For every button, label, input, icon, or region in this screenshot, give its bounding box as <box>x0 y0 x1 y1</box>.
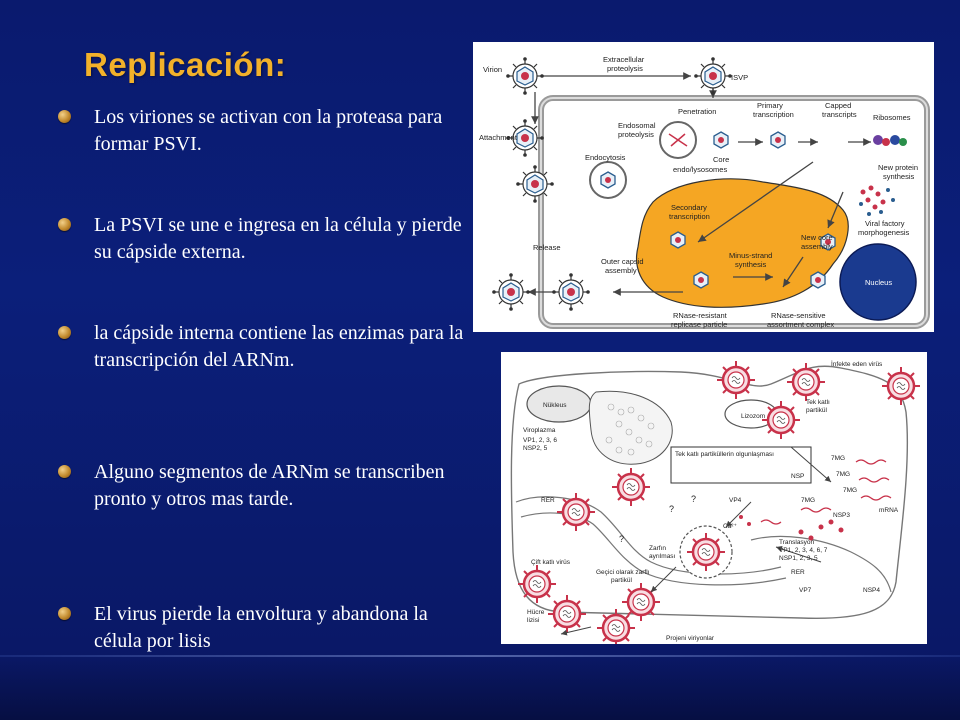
bullet-dot-icon <box>58 110 71 123</box>
label-vp-list: VP1, 2, 3, 6 <box>523 437 557 444</box>
label-vp4: VP4 <box>729 497 742 504</box>
label-endosomal-proteolysis: proteolysis <box>618 130 654 139</box>
label-release: Release <box>533 243 561 252</box>
label-minus-strand: Minus-strand <box>729 251 772 260</box>
label-rer: RER <box>541 497 555 504</box>
label-new-core: New core <box>801 233 833 242</box>
label-nsp3: NSP3 <box>833 512 850 519</box>
label-secondary-transcription: transcription <box>669 212 710 221</box>
label-viral-factory: Viral factory <box>865 219 905 228</box>
label-mg-2: 7MG <box>836 471 850 478</box>
bullet-text: Alguno segmentos de ARNm se transcriben … <box>94 461 445 510</box>
label-endo-lysosomes: endo/lysosomes <box>673 165 727 174</box>
label-mg-4: 7MG <box>801 497 815 504</box>
label-partikul: partikül <box>806 407 828 414</box>
label-transcripts: transcripts <box>822 110 857 119</box>
nucleus-shape <box>839 243 917 321</box>
label-ribosomes: Ribosomes <box>873 113 911 122</box>
label-synthesis: synthesis <box>883 172 915 181</box>
label-nsp: NSP <box>791 473 804 480</box>
label-capped: Capped <box>825 101 851 110</box>
replication-cycle-svg: Virion Extracellular proteolysis ISVP At… <box>479 55 930 329</box>
label-mg-1: 7MG <box>831 455 845 462</box>
bullet-dot-icon <box>58 326 71 339</box>
label-rer-2: RER <box>791 569 805 576</box>
label-outer-capsid-assembly: assembly <box>605 266 637 275</box>
label-ca: Ca²⁺ <box>723 523 737 530</box>
label-transcription: transcription <box>753 110 794 119</box>
bullet-dot-icon <box>58 465 71 478</box>
label-lizisi: lizisi <box>527 617 539 624</box>
label-projeni: Projeni viriyonlar <box>666 635 715 642</box>
label-minus-strand-synthesis: synthesis <box>735 260 767 269</box>
label-endosomal: Endosomal <box>618 121 656 130</box>
label-translasyon: Translasyon <box>779 539 815 546</box>
label-cift-katli: Çift katlı virüs <box>531 559 571 566</box>
label-trans-nsp: NSP1, 2, 3, 5 <box>779 555 818 562</box>
label-endocytosis: Endocytosis <box>585 153 626 162</box>
slide-title: Replicación: <box>84 46 287 83</box>
label-nsp-list: NSP2, 5 <box>523 445 548 452</box>
slide-floor-line <box>0 655 960 657</box>
label-nucleus: Nucleus <box>865 278 892 287</box>
label-hucre: Hücre <box>527 609 545 616</box>
label-replicase-particle: replicase particle <box>671 320 727 329</box>
label-viroplazma: Viroplazma <box>523 427 556 434</box>
label-tek-katli: Tek katlı <box>806 399 830 406</box>
label-nukleus: Nükleus <box>543 402 567 409</box>
label-lizozom: Lizozom <box>741 413 765 420</box>
bullet-text: El virus pierde la envoltura y abandona … <box>94 603 428 652</box>
label-assortment-complex: assortment complex <box>767 320 834 329</box>
label-outer-capsid: Outer capsid <box>601 257 644 266</box>
label-trans-vp: VP1, 2, 3, 4, 6, 7 <box>779 547 828 554</box>
bullet-dot-icon <box>58 607 71 620</box>
rotavirus-replication-diagram: İnfekte eden virüs Nükleus Tek katlı par… <box>501 352 927 649</box>
label-virion: Virion <box>483 65 502 74</box>
label-rnase-resistant: RNase-resistant <box>673 311 728 320</box>
replication-cycle-diagram: Virion Extracellular proteolysis ISVP At… <box>473 42 934 332</box>
label-vp7: VP7 <box>799 587 812 594</box>
label-new-core-assembly: assembly <box>801 242 833 251</box>
bullet-text: la cápside interna contiene las enzimas … <box>94 322 464 371</box>
label-extracellular: Extracellular <box>603 55 645 64</box>
label-secondary: Secondary <box>671 203 707 212</box>
label-penetration: Penetration <box>678 107 716 116</box>
label-tek-katli-olgun: Tek katlı partiküllerin olgunlaşması <box>675 451 774 458</box>
label-gecici-1: Geçici olarak zarflı <box>596 569 650 576</box>
bullet-dot-icon <box>58 218 71 231</box>
label-primary: Primary <box>757 101 783 110</box>
bullet-text: La PSVI se une e ingresa en la célula y … <box>94 214 462 263</box>
label-isvp: ISVP <box>731 73 748 82</box>
label-morphogenesis: morphogenesis <box>858 228 910 237</box>
viral-factory-shape <box>636 178 849 308</box>
label-mg-3: 7MG <box>843 487 857 494</box>
label-mrna: mRNA <box>879 507 899 514</box>
label-question-1: ? <box>669 504 674 514</box>
label-zarfin: Zarfın <box>649 545 666 552</box>
label-attachment: Attachment <box>479 133 518 142</box>
label-proteolysis: proteolysis <box>607 64 643 73</box>
label-nsp4: NSP4 <box>863 587 880 594</box>
label-gecici-2: partikül <box>611 577 633 584</box>
label-rnase-sensitive: RNase-sensitive <box>771 311 826 320</box>
label-question-2: ? <box>691 494 696 504</box>
label-core: Core <box>713 155 729 164</box>
label-ayrilmasi: ayrılması <box>649 553 676 560</box>
label-new-protein: New protein <box>878 163 918 172</box>
slide-floor-decoration <box>0 655 960 720</box>
bullet-text: Los viriones se activan con la proteasa … <box>94 106 443 155</box>
label-question-3: ? <box>619 534 624 544</box>
label-infekte: İnfekte eden virüs <box>831 359 883 368</box>
rotavirus-replication-svg: İnfekte eden virüs Nükleus Tek katlı par… <box>510 359 922 649</box>
